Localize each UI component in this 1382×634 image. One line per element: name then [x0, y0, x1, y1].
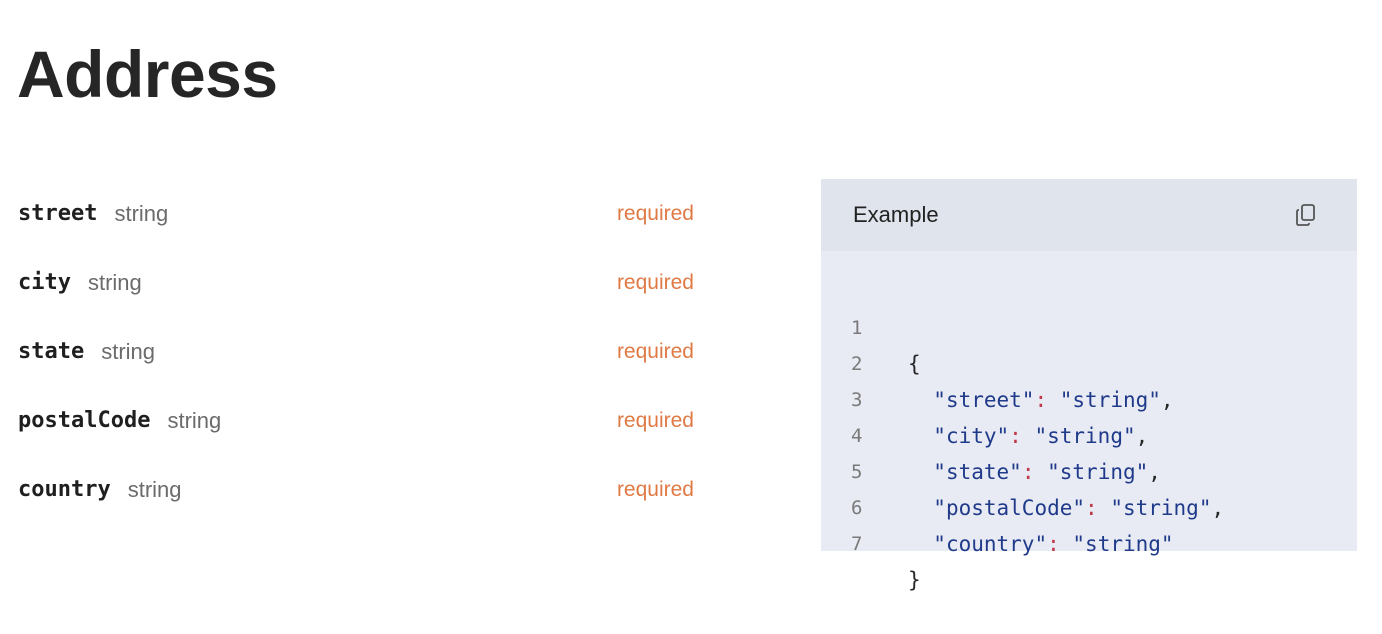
page-title: Address — [17, 37, 278, 111]
copy-button[interactable] — [1293, 202, 1319, 228]
required-badge: required — [616, 408, 694, 432]
field-row-city: city string required — [18, 248, 694, 317]
json-colon: : — [1085, 496, 1098, 520]
required-badge: required — [616, 477, 694, 501]
code-line: 7 } — [821, 490, 1357, 592]
code-line: 3 "city": "string", — [821, 346, 1357, 448]
field-name: street — [18, 201, 98, 226]
field-type: string — [114, 200, 169, 226]
line-number: 1 — [851, 317, 863, 339]
example-panel: Example 1 { 2 "street": "string", 3 "cit… — [821, 179, 1357, 592]
code-line: 6 "country": "string" — [821, 454, 1357, 556]
json-value: "string" — [1072, 532, 1174, 556]
json-brace: { — [908, 352, 921, 376]
json-value: "string" — [1047, 460, 1149, 484]
json-comma: , — [1211, 496, 1225, 520]
json-value: "string" — [1059, 388, 1161, 412]
json-key: "postalCode" — [933, 496, 1086, 520]
code-block: 1 { 2 "street": "string", 3 "city": "str… — [821, 274, 1357, 592]
json-value: "string" — [1110, 496, 1212, 520]
json-colon: : — [1021, 460, 1035, 484]
json-colon: : — [1034, 388, 1048, 412]
field-row-state: state string required — [18, 317, 694, 386]
required-badge: required — [616, 270, 694, 294]
example-header: Example — [821, 179, 1357, 251]
field-row-street: street string required — [18, 179, 694, 248]
field-row-country: country string required — [18, 455, 694, 524]
field-name: city — [18, 270, 71, 295]
line-number: 3 — [851, 389, 863, 411]
json-colon: : — [1047, 532, 1060, 556]
field-type: string — [167, 407, 222, 433]
json-key: "street" — [933, 388, 1035, 412]
field-type: string — [87, 269, 142, 295]
required-badge: required — [616, 201, 694, 225]
field-type: string — [101, 338, 156, 364]
copy-icon — [1296, 204, 1315, 226]
json-comma: , — [1148, 460, 1161, 484]
json-comma: , — [1160, 388, 1174, 412]
json-key: "city" — [933, 424, 1010, 448]
line-number: 2 — [851, 353, 863, 375]
json-comma: , — [1135, 424, 1149, 448]
field-type: string — [127, 476, 182, 502]
code-line: 5 "postalCode": "string", — [821, 418, 1357, 520]
field-name: postalCode — [18, 408, 151, 433]
field-name: country — [18, 477, 111, 502]
line-number: 4 — [851, 425, 863, 447]
json-key: "state" — [933, 460, 1022, 484]
code-line: 2 "street": "string", — [821, 310, 1357, 412]
field-row-postalcode: postalCode string required — [18, 386, 694, 455]
json-key: "country" — [933, 532, 1048, 556]
example-title: Example — [853, 202, 939, 227]
field-name: state — [18, 339, 85, 364]
line-number: 5 — [851, 461, 863, 483]
line-number: 7 — [851, 533, 863, 555]
required-badge: required — [616, 339, 694, 363]
json-colon: : — [1009, 424, 1022, 448]
json-value: "string" — [1034, 424, 1136, 448]
code-line: 4 "state": "string", — [821, 382, 1357, 484]
code-line: 1 { — [821, 274, 1357, 376]
line-number: 6 — [851, 497, 863, 519]
field-list: street string required city string requi… — [18, 179, 694, 524]
json-brace: } — [908, 568, 921, 592]
